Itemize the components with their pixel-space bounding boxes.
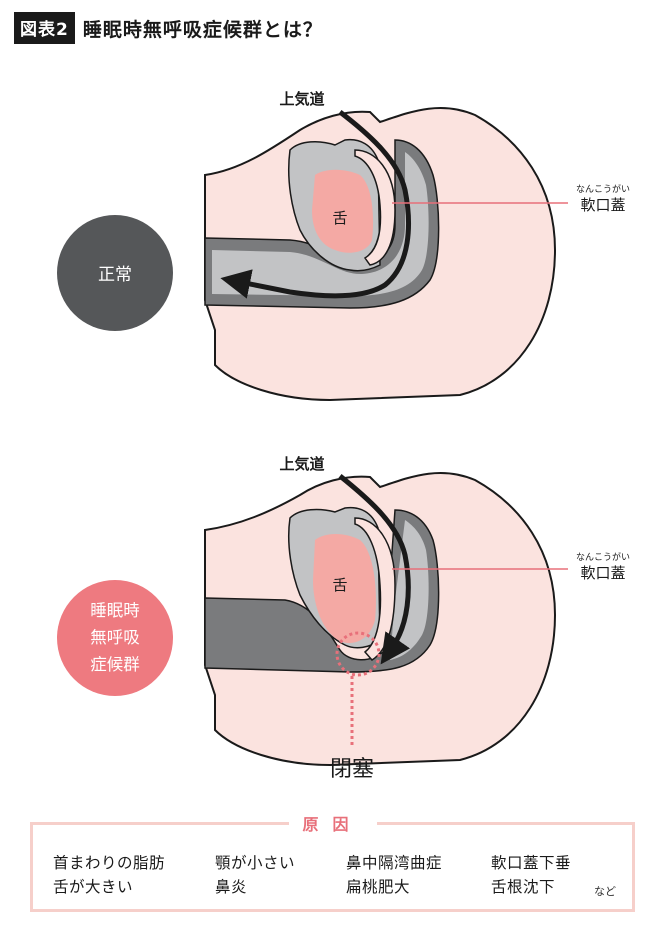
cause-item: 舌根沈下 — [491, 878, 556, 896]
normal-state-circle — [57, 215, 173, 331]
normal-soft-palate — [354, 149, 396, 266]
apnea-airway-label: 上気道 — [279, 455, 324, 473]
apnea-soft-palate — [354, 517, 396, 661]
apnea-head-illustration — [204, 471, 557, 767]
apnea-airflow-arrow — [338, 474, 411, 665]
normal-airflow-arrow — [220, 110, 411, 299]
figure-header: 図表2 睡眠時無呼吸症候群とは？ — [14, 12, 323, 44]
causes-heading: 原因 — [288, 811, 377, 835]
normal-state-label: 正常 — [98, 265, 132, 285]
apnea-state-label-line-3: 症候群 — [90, 655, 140, 674]
normal-airway-label: 上気道 — [279, 90, 324, 108]
apnea-soft-palate-reading: なんこうがい — [576, 551, 630, 563]
obstruction-label: 閉塞 — [330, 757, 374, 782]
cause-item: 首まわりの脂肪 — [53, 854, 166, 872]
cause-item: 舌が大きい — [53, 878, 134, 896]
apnea-tongue-shape — [313, 534, 376, 644]
apnea-tongue-label: 舌 — [332, 576, 347, 594]
cause-item: 扁桃肥大 — [346, 878, 411, 896]
figure-title: 睡眠時無呼吸症候群とは？ — [82, 18, 323, 41]
obstruction-circle — [335, 631, 381, 677]
normal-head-illustration — [204, 106, 557, 402]
normal-soft-palate-label: 軟口蓋 — [580, 196, 625, 214]
cause-item: 鼻炎 — [215, 878, 248, 896]
figure-tag: 図表2 — [14, 12, 75, 44]
normal-tongue-shape — [312, 169, 374, 253]
apnea-state-label-line-2: 無呼吸 — [90, 628, 140, 647]
cause-item: 顎が小さい — [215, 854, 296, 872]
causes-box: 原因 首まわりの脂肪 顎が小さい 鼻中隔湾曲症 軟口蓋下垂 舌が大きい 鼻炎 扁… — [30, 811, 635, 912]
normal-tongue-label: 舌 — [332, 209, 347, 227]
apnea-airway-channel — [204, 509, 440, 673]
normal-soft-palate-reading: なんこうがい — [576, 183, 630, 195]
apnea-state-circle — [57, 580, 173, 696]
causes-etc: など — [594, 885, 616, 898]
normal-airway-light — [212, 152, 429, 296]
apnea-state-label-line-1: 睡眠時 — [90, 601, 140, 620]
diagram-canvas: 正常 上気道 舌 なんこうがい 軟口蓋 睡眠時 無呼吸 症候群 上気道 舌 なん… — [57, 90, 630, 782]
cause-item: 鼻中隔湾曲症 — [346, 854, 443, 872]
cause-item: 軟口蓋下垂 — [491, 854, 572, 872]
apnea-soft-palate-label: 軟口蓋 — [580, 564, 625, 582]
